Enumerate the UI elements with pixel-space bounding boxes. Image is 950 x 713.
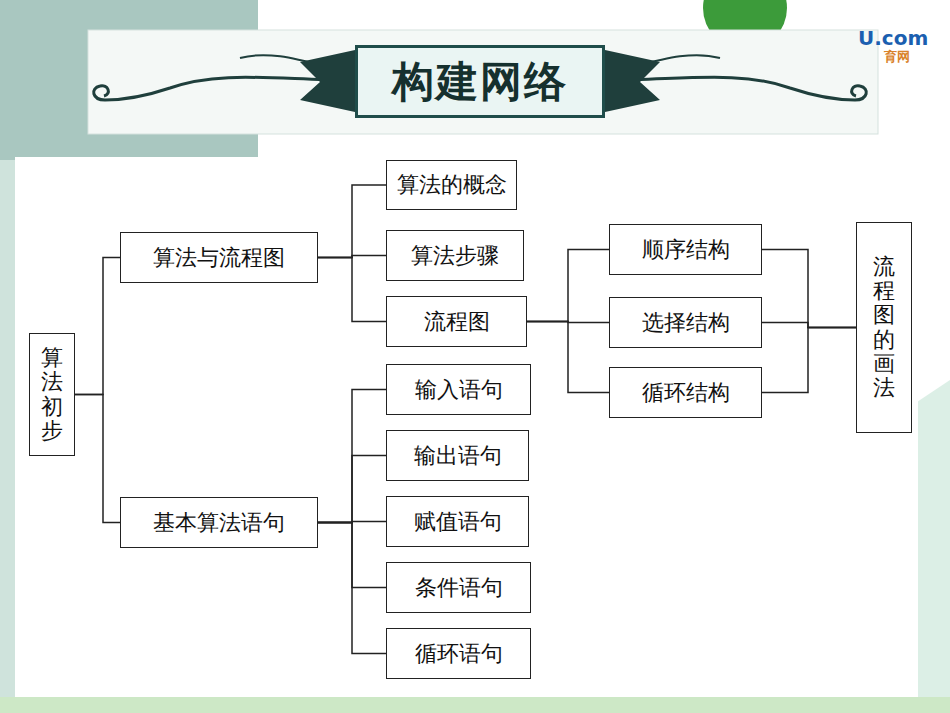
box-label: 循环语句 <box>415 639 503 669</box>
box-label: 赋值语句 <box>414 507 502 537</box>
box-label: 算法的概念 <box>397 170 507 200</box>
topic-box: 输出语句 <box>386 430 529 481</box>
box-label: 输入语句 <box>415 375 503 405</box>
tree-connector <box>318 185 386 258</box>
main-panel <box>15 157 918 697</box>
topic-box: 顺序结构 <box>609 224 762 275</box>
topic-box: 赋值语句 <box>386 496 529 547</box>
topic-box: 循环结构 <box>609 367 762 418</box>
side-strip <box>0 160 15 713</box>
topic-box: 基本算法语句 <box>120 497 318 548</box>
tree-connector <box>527 250 609 322</box>
tree-connector <box>762 328 856 393</box>
title: 构建网络 <box>392 54 568 110</box>
topic-box: 条件语句 <box>386 562 531 613</box>
topic-box: 算法与流程图 <box>120 232 318 283</box>
tree-connector <box>318 523 386 654</box>
topic-box: 算法的概念 <box>386 160 517 210</box>
tree-connector <box>318 258 386 322</box>
box-label: 算法步骤 <box>411 241 499 271</box>
vertical-box: 算法初步 <box>29 333 75 456</box>
logo-text: U.com <box>858 26 928 50</box>
box-label: 流程图的画法 <box>873 255 895 400</box>
tree-connector <box>318 390 386 523</box>
topic-box: 输入语句 <box>386 364 531 415</box>
topic-box: 选择结构 <box>609 297 762 348</box>
box-label: 基本算法语句 <box>153 508 285 538</box>
box-label: 输出语句 <box>414 441 502 471</box>
box-label: 循环结构 <box>642 378 730 408</box>
box-label: 算法与流程图 <box>153 243 285 273</box>
box-label: 流程图 <box>424 307 490 337</box>
topic-box: 算法步骤 <box>386 230 524 281</box>
vertical-box: 流程图的画法 <box>856 222 912 433</box>
tree-connector <box>75 395 120 523</box>
box-label: 条件语句 <box>415 573 503 603</box>
tree-connector <box>527 322 609 393</box>
tree-connector <box>762 250 856 328</box>
logo-text: 育网 <box>884 48 910 66</box>
banner <box>88 30 878 134</box>
topic-box: 循环语句 <box>386 628 531 679</box>
title-box: 构建网络 <box>355 45 605 118</box>
topic-box: 流程图 <box>386 296 527 347</box>
banner-brush <box>300 50 660 112</box>
box-label: 顺序结构 <box>642 235 730 265</box>
box-label: 选择结构 <box>642 308 730 338</box>
box-label: 算法初步 <box>41 346 63 443</box>
tree-connector <box>318 456 386 523</box>
tree-connector <box>75 258 120 395</box>
bottom-band <box>0 697 950 713</box>
